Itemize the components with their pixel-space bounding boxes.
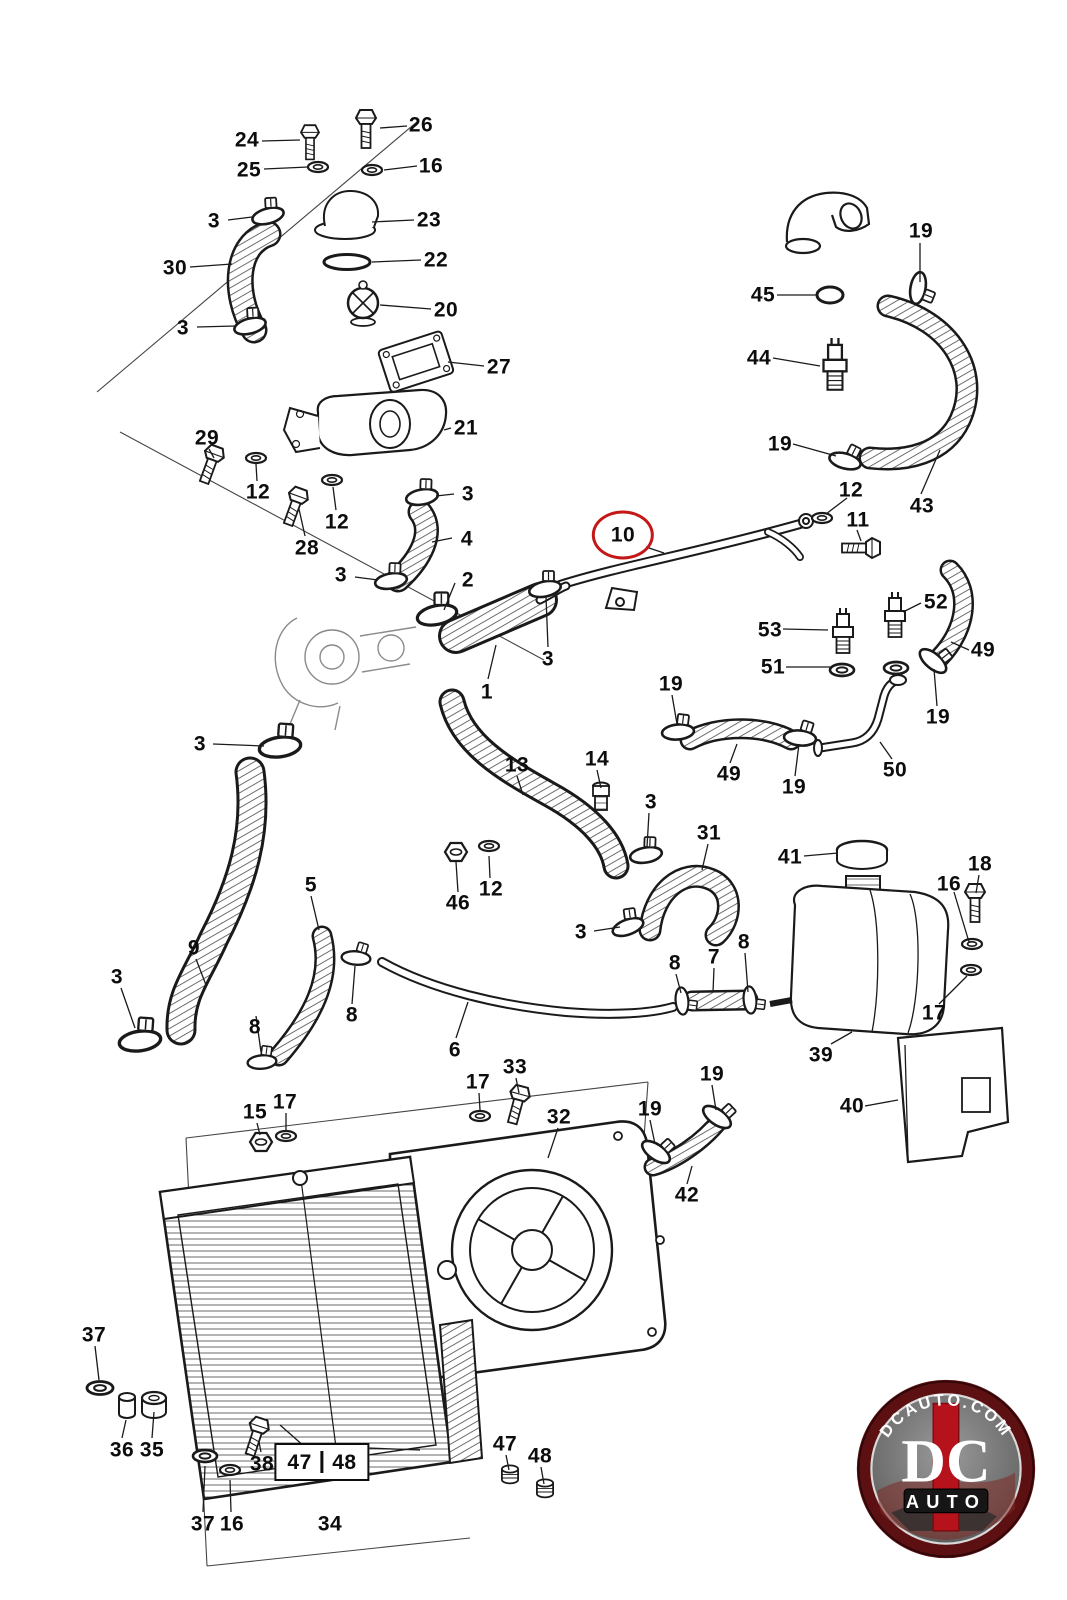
hoses bbox=[165, 220, 979, 1177]
twin-outlet-fitting bbox=[813, 674, 907, 757]
tank-bracket bbox=[896, 1026, 1010, 1164]
logo-main-text: DC bbox=[901, 1428, 990, 1496]
outlet-neck bbox=[784, 191, 871, 255]
fan-shroud bbox=[388, 1120, 667, 1382]
thermostat-assembly bbox=[282, 189, 455, 457]
fasteners bbox=[85, 109, 986, 1499]
pipe-10-bracket bbox=[604, 513, 814, 612]
expansion-tank bbox=[769, 839, 950, 1036]
leader-lines bbox=[94, 125, 980, 1513]
dcauto-logo: DC AUTO DCAUTO.COM bbox=[856, 1379, 1036, 1559]
radiator bbox=[158, 1155, 484, 1501]
water-pump-sketch bbox=[274, 617, 417, 731]
logo-sub-text: AUTO bbox=[906, 1492, 986, 1512]
